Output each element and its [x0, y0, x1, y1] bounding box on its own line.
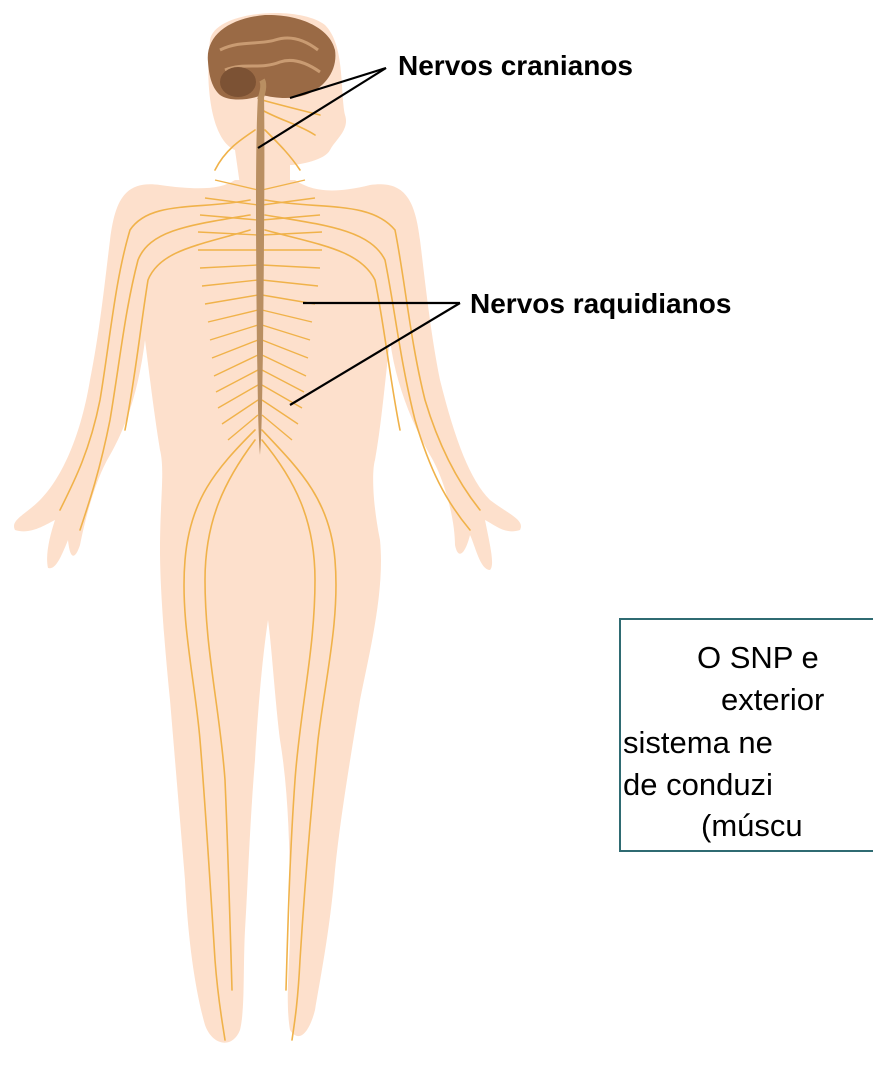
info-line-5: (múscu — [701, 808, 803, 844]
brain — [208, 15, 336, 100]
cranial-nerves-label: Nervos cranianos — [398, 50, 633, 82]
info-box: O SNP e exterior sistema ne de conduzi (… — [619, 618, 873, 852]
spinal-nerves-label: Nervos raquidianos — [470, 288, 731, 320]
body-silhouette — [14, 13, 521, 1043]
info-line-3: sistema ne — [623, 725, 773, 761]
info-line-2: exterior — [721, 682, 824, 718]
info-line-4: de conduzi — [623, 767, 773, 803]
info-line-1: O SNP e — [697, 640, 819, 676]
